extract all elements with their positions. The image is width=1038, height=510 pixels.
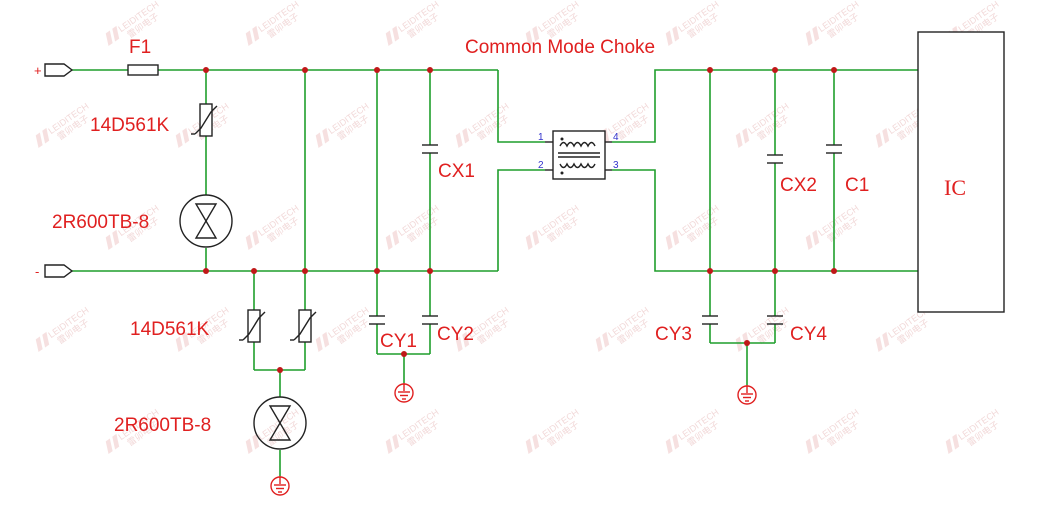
cx2-label: CX2 <box>780 175 817 196</box>
junction-node <box>772 67 778 73</box>
gdt-top: 2R600TB-8 <box>52 194 233 248</box>
cx1-label: CX1 <box>438 161 475 182</box>
junction-node <box>374 268 380 274</box>
capacitor-cy2: CY2 <box>422 315 474 345</box>
junction-node <box>772 268 778 274</box>
svg-text:-: - <box>35 264 39 279</box>
junction-node <box>203 268 209 274</box>
ic-block: IC <box>917 31 1005 313</box>
svg-text:1: 1 <box>538 132 544 143</box>
c1-label: C1 <box>845 175 869 196</box>
cy4-label: CY4 <box>790 324 827 345</box>
ground-symbol <box>270 476 290 496</box>
varistor-bottom-right <box>290 309 317 343</box>
svg-text:+: + <box>34 63 42 78</box>
junction-node <box>427 268 433 274</box>
diagram-title: Common Mode Choke <box>465 37 655 58</box>
terminal-plus: + <box>34 63 74 78</box>
capacitor-cy1: CY1 <box>369 315 417 352</box>
junction-node <box>374 67 380 73</box>
junction-node <box>401 351 407 357</box>
gdt-bottom-label: 2R600TB-8 <box>114 415 211 436</box>
varistor-bottom-label: 14D561K <box>130 319 210 340</box>
ground-symbol <box>394 383 414 403</box>
junction-node <box>203 67 209 73</box>
cy1-label: CY1 <box>380 331 417 352</box>
varistor-top: 14D561K <box>90 103 218 137</box>
ic-label: IC <box>944 175 966 200</box>
ground-symbol <box>737 385 757 405</box>
capacitor-cx1: CX1 <box>422 144 475 182</box>
junction-node <box>277 367 283 373</box>
fuse-f1: F1 <box>127 37 159 76</box>
capacitor-cx2: CX2 <box>767 154 817 196</box>
junction-node <box>302 67 308 73</box>
gdt-bottom: 2R600TB-8 <box>114 396 307 450</box>
junction-node <box>251 268 257 274</box>
varistor-top-label: 14D561K <box>90 115 170 136</box>
junction-node <box>744 340 750 346</box>
svg-text:2: 2 <box>538 160 544 171</box>
junction-nodes <box>203 67 837 373</box>
capacitor-cy4: CY4 <box>767 315 827 345</box>
svg-text:3: 3 <box>613 160 619 171</box>
terminal-minus: - <box>35 264 74 279</box>
cy2-label: CY2 <box>437 324 474 345</box>
junction-node <box>707 268 713 274</box>
junction-node <box>302 268 308 274</box>
common-mode-choke: 1 2 3 4 <box>538 130 619 180</box>
junction-node <box>831 268 837 274</box>
junction-node <box>707 67 713 73</box>
capacitor-cy3: CY3 <box>655 315 718 345</box>
junction-node <box>831 67 837 73</box>
fuse-label: F1 <box>129 37 151 58</box>
varistor-bottom-left <box>239 309 266 343</box>
gdt-top-label: 2R600TB-8 <box>52 212 149 233</box>
wires <box>72 69 918 476</box>
svg-text:4: 4 <box>613 132 619 143</box>
cy3-label: CY3 <box>655 324 692 345</box>
capacitor-c1: C1 <box>826 144 869 196</box>
junction-node <box>427 67 433 73</box>
